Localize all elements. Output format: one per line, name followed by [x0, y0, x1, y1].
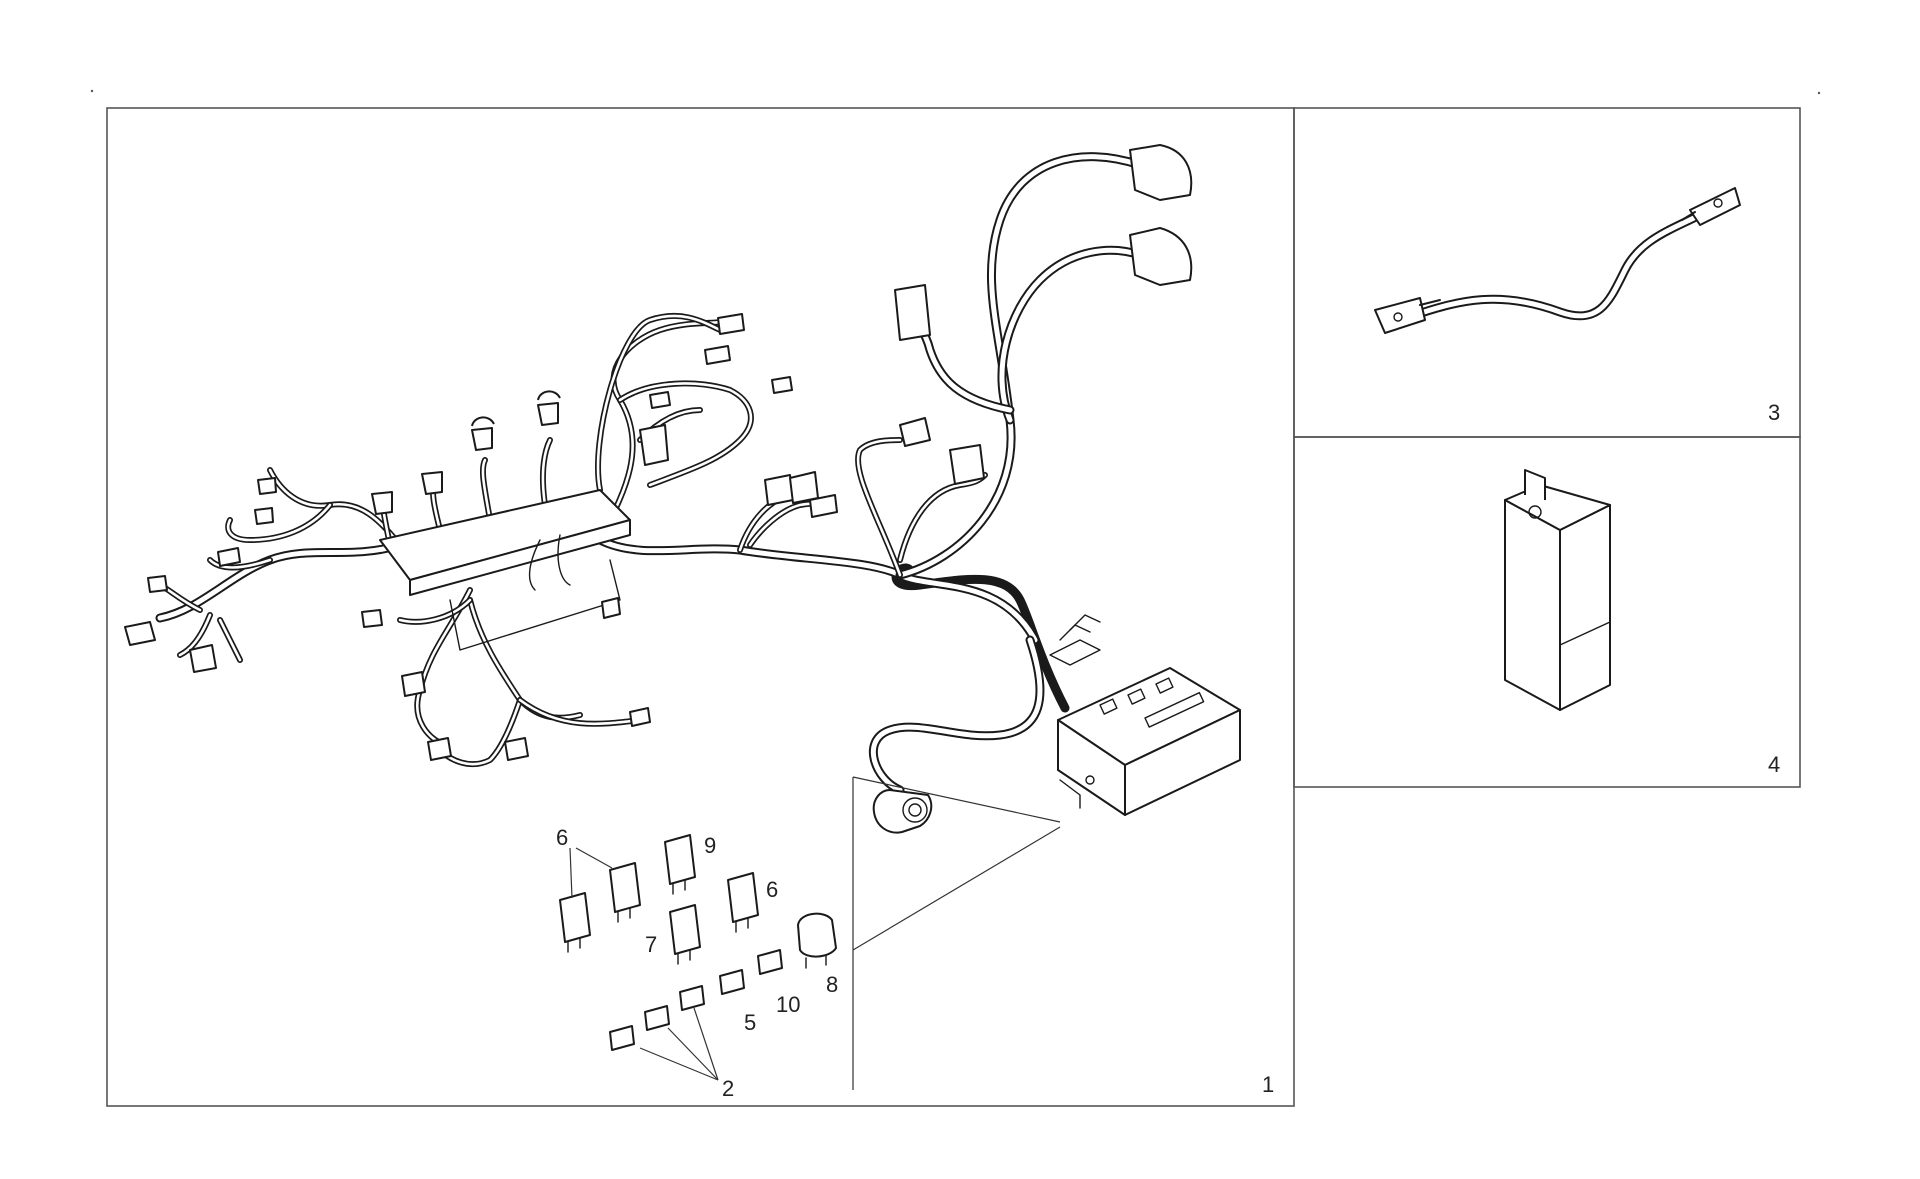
fuse-10: [757, 949, 783, 975]
corner-dot-left: [90, 89, 94, 93]
callout-1: 1: [1262, 1072, 1274, 1097]
callout-4: 4: [1768, 752, 1780, 777]
connector-center-4: [809, 494, 838, 518]
connector-top-right-1: [894, 284, 931, 341]
boot-connector-2: [1129, 227, 1193, 286]
fuse-relay-box: [1049, 614, 1241, 816]
connector-lower-3: [427, 737, 452, 761]
round-connector: [872, 789, 933, 834]
callout-2: 2: [722, 1076, 734, 1101]
battery-cable: [1374, 187, 1741, 334]
corner-dot-right: [1817, 91, 1821, 95]
relay-7: [669, 904, 701, 965]
callout-6b: 6: [766, 877, 778, 902]
connector-center-1: [639, 424, 669, 466]
injector-clip-3: [471, 427, 493, 451]
relay-6b: [727, 872, 759, 933]
connector-center-6: [949, 444, 985, 485]
panel-main-frame: [106, 107, 1295, 1107]
connector-left-5: [257, 477, 277, 495]
callout-7: 7: [645, 932, 657, 957]
connector-left-3: [147, 575, 168, 593]
connector-top-1: [717, 313, 745, 335]
wiring-harness-assembly: [155, 152, 1145, 795]
connector-top-2: [704, 345, 731, 365]
fuse-2-a: [609, 1025, 635, 1051]
connector-lower-6: [601, 597, 621, 619]
harness-connectors: [124, 144, 1193, 761]
connector-top-3: [649, 391, 671, 409]
callout-6a: 6: [556, 825, 568, 850]
fuse-5: [719, 969, 745, 995]
callout-10: 10: [776, 992, 800, 1017]
panel-cable-frame: [1293, 107, 1801, 438]
loose-fuses: [609, 949, 783, 1051]
leader-lines: [852, 776, 1061, 1090]
connector-top-4: [771, 376, 793, 394]
connector-lower-4: [504, 737, 529, 761]
boot-connector-1: [1129, 144, 1193, 201]
relay-8: [797, 912, 837, 969]
injector-clip-1: [371, 491, 393, 515]
harness-rail: [379, 489, 631, 651]
injector-clip-2: [421, 471, 443, 495]
relay-6a-left: [559, 892, 591, 953]
connector-lower-1: [401, 671, 426, 697]
fuse-2-b: [644, 1005, 670, 1031]
injector-clip-4: [537, 402, 559, 426]
callout-5: 5: [744, 1010, 756, 1035]
cable-lug-left: [1374, 297, 1426, 334]
connector-left-1: [124, 621, 156, 646]
connector-lower-5: [629, 707, 651, 727]
panel-relay-frame: [1293, 436, 1801, 788]
callout-9: 9: [704, 833, 716, 858]
callout-8: 8: [826, 972, 838, 997]
connector-left-6: [254, 507, 274, 525]
connector-left-2: [189, 644, 217, 673]
callout-3: 3: [1768, 400, 1780, 425]
callout-leaders: [569, 847, 719, 1081]
relay-module: [1504, 469, 1611, 711]
loose-relays: [559, 834, 837, 969]
connector-lower-2: [361, 609, 383, 628]
fuse-2-c: [679, 985, 705, 1011]
relay-6a-right: [609, 862, 641, 923]
connector-left-4: [217, 547, 241, 567]
connector-center-2: [764, 474, 794, 506]
relay-9: [664, 834, 696, 895]
connector-center-5: [899, 417, 931, 447]
